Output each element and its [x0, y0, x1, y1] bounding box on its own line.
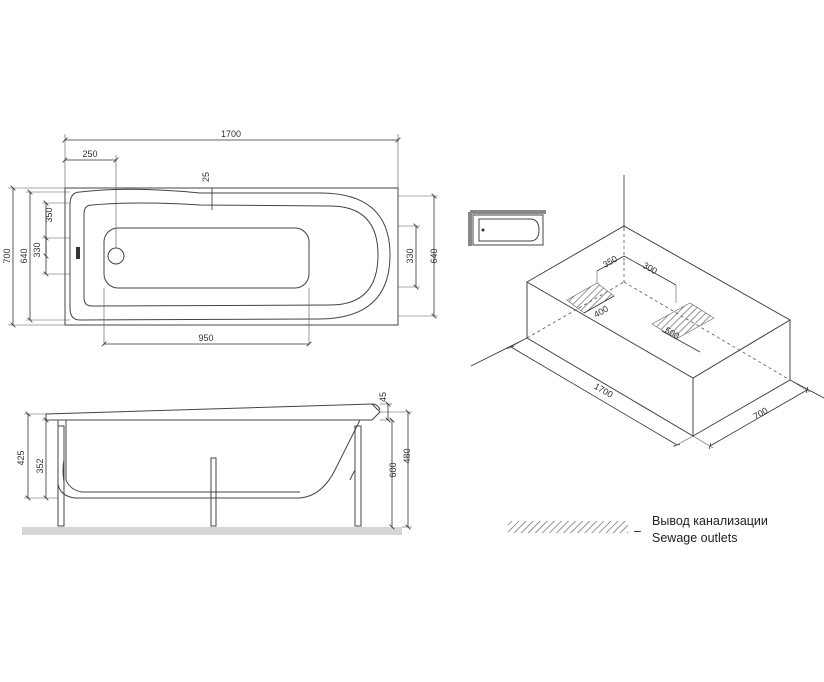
leg-right: [354, 425, 362, 527]
dim-length-top: 1700: [221, 129, 241, 139]
thumbnail-view: [468, 210, 546, 246]
dim-iso-width: 700: [751, 405, 769, 421]
iso-view: 350 300 400 500 1700 700: [470, 175, 824, 448]
legend: – Вывод канализации Sewage outlets: [508, 514, 768, 545]
dim-drain-height: 350: [44, 207, 54, 222]
dim-height-600: 600: [388, 462, 398, 477]
leg-center: [210, 457, 217, 527]
dim-height-480: 480: [402, 448, 412, 463]
overflow-icon: [76, 247, 80, 259]
tub-rim-contour: [69, 188, 391, 321]
dim-width-top: 700: [2, 248, 12, 263]
dim-bottom-length: 950: [198, 333, 213, 343]
dim-rim-top: 25: [201, 172, 211, 182]
drain-icon: [107, 247, 125, 265]
floor: [22, 527, 402, 535]
dim-drain-center: 330: [32, 242, 42, 257]
iso-box-front: [526, 282, 694, 437]
thumbnail-tub-outline: [472, 214, 544, 246]
legend-dash: –: [634, 524, 641, 538]
iso-box-side: [692, 320, 791, 437]
tub-bottom: [103, 227, 310, 289]
leg-left: [57, 425, 65, 527]
dim-inner-left: 640: [19, 248, 29, 263]
tub-outline-top: [64, 187, 399, 326]
legend-label-en: Sewage outlets: [652, 531, 737, 545]
dim-total-height: 425: [16, 450, 26, 465]
dim-rim-side: 45: [378, 392, 388, 402]
top-view: 1700 250 25 700 640 350 330 640: [2, 129, 439, 345]
dim-right-center: 330: [405, 248, 415, 263]
side-view: 45 425 352 480 600: [16, 392, 412, 535]
tub-body-side: [57, 419, 361, 499]
dim-drain-offset: 250: [82, 149, 97, 159]
sewage-outlet-2: [651, 302, 715, 340]
iso-box-top: [526, 225, 791, 379]
dim-inner-right: 640: [429, 248, 439, 263]
legend-hatch-swatch: [508, 521, 628, 533]
dim-iso-350: 350: [601, 254, 619, 270]
legend-label-ru: Вывод канализации: [652, 514, 768, 528]
tub-inner-contour: [83, 202, 379, 307]
dim-depth: 352: [35, 458, 45, 473]
tub-rim-side: [45, 403, 381, 421]
